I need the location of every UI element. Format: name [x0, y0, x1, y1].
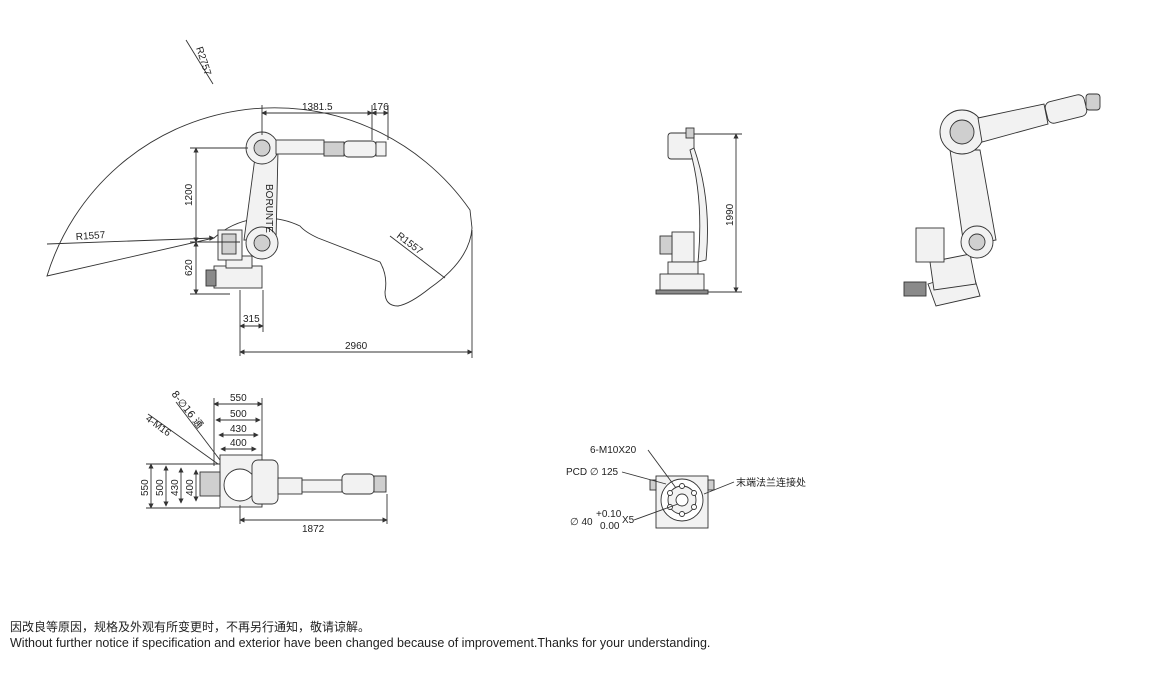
dim-550-side-label: 550	[140, 479, 151, 496]
dim-400-side-label: 400	[185, 479, 196, 496]
side-view: BORUNTE	[46, 39, 473, 358]
bore-diameter-label: ∅ 40	[570, 517, 593, 528]
total-reach-label: 2960	[345, 341, 368, 352]
tolerance-upper-label: +0.10	[596, 509, 622, 520]
flange-thread-label: 6-M10X20	[590, 445, 637, 456]
inner-radius-left-label: R1557	[75, 230, 106, 243]
work-envelope-outline	[46, 107, 473, 307]
dim-400-top-label: 400	[230, 438, 247, 449]
flange-label-leader	[703, 481, 735, 495]
thread-leader-flange	[647, 449, 677, 489]
pcd-leader	[621, 471, 667, 485]
dim-430-side-label: 430	[170, 479, 181, 496]
radius-leader-r2757	[185, 39, 214, 85]
flange-view-labels: 6-M10X20 PCD ∅ 125 ∅ 40 +0.10 0.00 X5 末端…	[566, 445, 806, 532]
dim-500-side-label: 500	[155, 479, 166, 496]
radius-leader-r1557-right	[389, 235, 446, 279]
wrist-length-label: 176	[372, 102, 389, 113]
arm-height-label: 1200	[184, 183, 195, 206]
base-offset-label: 315	[243, 314, 260, 325]
robot-side-silhouette	[205, 131, 387, 289]
thread-leader	[147, 413, 219, 465]
hole-callout-label: 8-∅16 通	[169, 388, 206, 431]
reach-radius-label: R2757	[193, 46, 213, 78]
arm-length-label: 1381.5	[302, 102, 333, 113]
radius-leader-r1557-left	[46, 235, 215, 245]
top-view	[146, 398, 388, 524]
dim-550-top-label: 550	[230, 393, 247, 404]
base-height-label: 620	[184, 259, 195, 276]
bore-leader	[633, 503, 679, 521]
notice-chinese: 因改良等原因，规格及外观有所变更时，不再另行通知，敬请谅解。	[10, 620, 371, 634]
front-view	[655, 127, 742, 295]
dim-500-top-label: 500	[230, 409, 247, 420]
total-height-label: 1990	[725, 203, 736, 226]
flange-view	[621, 449, 735, 529]
notice-english: Without further notice if specification …	[10, 636, 711, 650]
dim-430-top-label: 430	[230, 424, 247, 435]
pcd-label: PCD ∅ 125	[566, 467, 619, 478]
flange-connection-label: 末端法兰连接处	[736, 476, 806, 489]
brand-label-side: BORUNTE	[263, 184, 274, 233]
hole-leader	[175, 401, 221, 461]
thread-callout-label: 4-M16	[143, 414, 173, 440]
bore-suffix-label: X5	[622, 515, 635, 526]
arm-reach-label: 1872	[302, 524, 325, 535]
isometric-view	[903, 93, 1101, 307]
inner-radius-right-label: R1557	[394, 231, 425, 258]
tolerance-lower-label: 0.00	[600, 521, 620, 532]
